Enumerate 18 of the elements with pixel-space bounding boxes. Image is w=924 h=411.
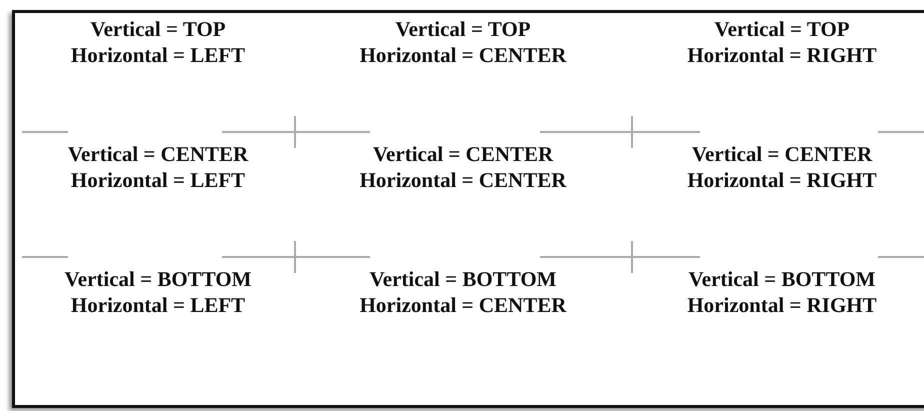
alignment-label: Horizontal = CENTER: [360, 293, 566, 318]
alignment-label: Vertical = TOP: [90, 17, 226, 42]
alignment-label: Horizontal = CENTER: [360, 168, 566, 193]
alignment-label: Vertical = CENTER: [68, 142, 248, 167]
alignment-label: Horizontal = RIGHT: [687, 43, 877, 68]
alignment-label: Horizontal = RIGHT: [687, 168, 877, 193]
alignment-label: Vertical = BOTTOM: [64, 267, 252, 292]
alignment-label: Horizontal = LEFT: [70, 168, 246, 193]
alignment-label: Vertical = BOTTOM: [370, 267, 556, 292]
alignment-label: Vertical = TOP: [714, 17, 850, 42]
alignment-label: Vertical = CENTER: [372, 142, 554, 167]
alignment-label: Horizontal = CENTER: [360, 43, 566, 68]
alignment-label: Vertical = CENTER: [692, 142, 872, 167]
alignment-label: Vertical = TOP: [395, 17, 531, 42]
alignment-label: Horizontal = LEFT: [70, 43, 246, 68]
alignment-label: Horizontal = LEFT: [70, 293, 246, 318]
alignment-label: Horizontal = RIGHT: [687, 293, 877, 318]
alignment-label: Vertical = BOTTOM: [688, 267, 876, 292]
